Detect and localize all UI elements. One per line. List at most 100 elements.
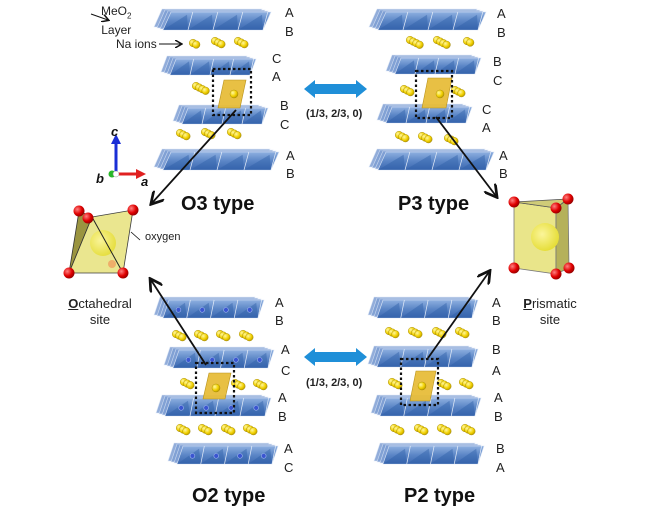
na-ion-chain [437, 424, 452, 436]
octahedron-edge [243, 349, 249, 369]
na-ion [442, 40, 451, 49]
transition-metal-atom [247, 307, 253, 313]
layer-sheet [164, 397, 272, 417]
octahedron-face [173, 352, 197, 368]
na-ion-chain [385, 327, 400, 339]
o3-stack-letter: B [286, 166, 295, 181]
layer-sheet [162, 11, 272, 31]
o3-stack-letter: A [286, 148, 295, 163]
o2-to-octahedral-arrow [151, 280, 207, 366]
octahedron-edge [209, 58, 214, 76]
octahedron-face [380, 400, 404, 416]
octahedron-edge [458, 151, 465, 171]
na-ion [467, 427, 476, 436]
na-ion-chain [171, 330, 187, 342]
p2-stack-letter: B [492, 313, 501, 328]
na-ion [217, 40, 226, 49]
na-ion [201, 86, 210, 95]
transition-metal-atom [199, 307, 205, 313]
meo2-layer [385, 54, 482, 75]
na-ion [178, 333, 187, 342]
octahedron-edge [237, 11, 244, 31]
octahedron-edge [200, 445, 205, 465]
na-ion [229, 89, 239, 99]
na-ion [401, 134, 410, 143]
octahedron-face [435, 60, 455, 74]
na-ion [424, 135, 433, 144]
meo2-layer [153, 148, 280, 171]
na-ion [396, 427, 405, 436]
oxygen-atom [63, 267, 75, 279]
transition-metal-atom [178, 405, 184, 411]
oxygen-atom [508, 196, 520, 208]
p2-stack-letter: A [492, 363, 501, 378]
na-ion-chain [197, 424, 213, 436]
octahedron-face [377, 351, 401, 367]
na-ion-large [90, 230, 116, 256]
octahedron-face [403, 400, 428, 416]
na-sites [194, 67, 454, 415]
octahedron-edge [477, 11, 484, 31]
o2-stack-letter: A [275, 295, 284, 310]
octahedron-face [424, 302, 449, 318]
octahedron-face [163, 154, 190, 170]
octahedron-face [217, 154, 244, 170]
octahedron-face [248, 448, 272, 464]
na-ion [237, 382, 246, 391]
octahedron-edge [424, 299, 429, 319]
highlighted-na-site [211, 67, 253, 117]
octahedron-face [426, 109, 446, 123]
na-ion-chain [191, 81, 210, 95]
octahedron-face [454, 448, 478, 464]
octahedron-face [170, 61, 190, 75]
na-ion-chain [188, 39, 201, 49]
octahedron-face [459, 154, 486, 170]
transition-metal-atom [237, 453, 243, 459]
octahedron-edge [210, 299, 215, 319]
p3-stack-letter: A [482, 120, 491, 135]
na-ion-chain [395, 130, 410, 143]
na-ion [457, 89, 466, 98]
layer-sheet [176, 445, 279, 465]
octahedron-edge [216, 151, 223, 171]
octahedron-face [182, 110, 202, 124]
octahedron-edge [425, 106, 430, 124]
na-ion-chain [390, 424, 405, 436]
na-ion [461, 330, 470, 339]
meo2-layer [153, 8, 272, 31]
na-ion-chain [400, 84, 415, 97]
na-ion [435, 89, 445, 99]
octahedron-face [400, 302, 425, 318]
oxygen-atom [73, 205, 85, 217]
o2-stack-letter: B [275, 313, 284, 328]
octahedron-face [378, 14, 403, 30]
na-ion-chain [220, 424, 236, 436]
o2-type-title: O2 type [192, 485, 266, 507]
p3-stack-letter: B [499, 166, 508, 181]
meo2-layer-label: MeO2 Layer [101, 4, 131, 37]
octahedron-face [240, 400, 265, 416]
octahedron-edge [271, 445, 276, 465]
octahedron-face [405, 154, 432, 170]
p2-stack-letter: A [496, 460, 505, 475]
octahedron-face [428, 14, 453, 30]
transition-metal-atom [189, 453, 196, 459]
p3-to-prismatic-arrow [435, 116, 496, 196]
p3-stack-letter: C [493, 73, 503, 88]
octahedron-edge [402, 11, 409, 31]
na-ion-chain [451, 85, 466, 98]
octahedron-edge [233, 299, 239, 319]
prismatic-initial: P [523, 296, 532, 311]
axis-label-c: c [111, 124, 119, 139]
octahedron-face [386, 109, 406, 123]
p2-stack-letter: A [494, 390, 503, 405]
octahedron-edge [224, 445, 229, 465]
na-ion [186, 381, 195, 390]
octahedron-edge [247, 445, 253, 465]
shift-double-arrow [304, 80, 367, 98]
octahedron-face [190, 61, 210, 75]
octahedron-edge [427, 397, 432, 417]
na-ion-chain [242, 424, 258, 436]
na-ion [465, 381, 474, 390]
p2-stack-letter: B [492, 342, 501, 357]
